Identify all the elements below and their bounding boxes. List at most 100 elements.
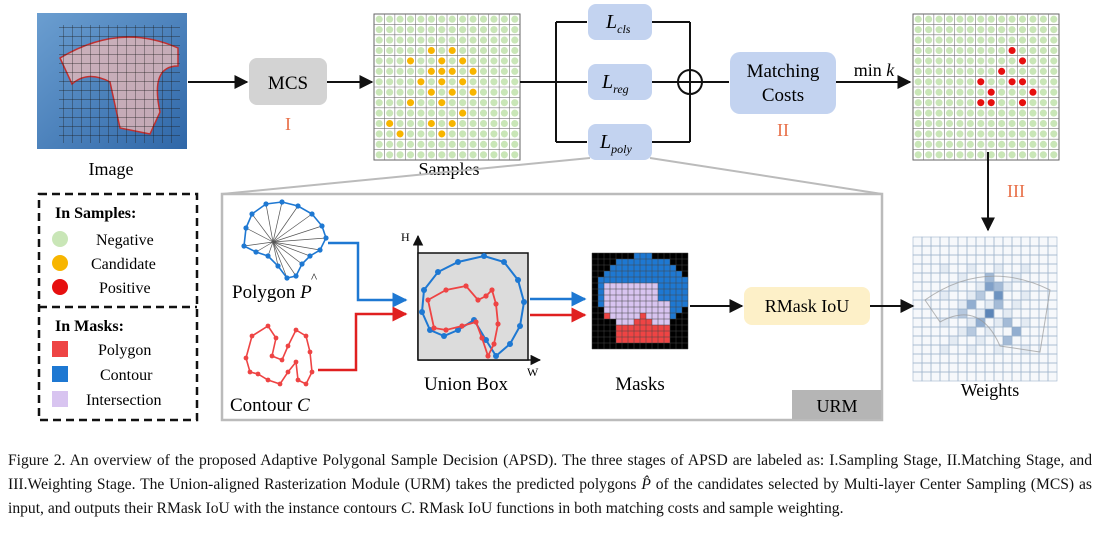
negative-sample-dot	[935, 130, 943, 138]
mask-intersection-cell	[628, 301, 634, 307]
mask-intersection-cell	[610, 283, 616, 289]
weight-cell	[948, 263, 959, 274]
negative-sample-dot	[914, 130, 922, 138]
negative-sample-dot	[396, 57, 404, 65]
contour-vertex	[255, 371, 261, 377]
weight-cell	[957, 362, 968, 373]
weight-cell	[912, 344, 923, 355]
weight-cell	[939, 236, 950, 247]
weight-cell	[966, 245, 977, 256]
mask-contour-cell	[664, 265, 670, 271]
weight-cell	[1029, 344, 1040, 355]
weight-cell	[939, 245, 950, 256]
weight-cell	[948, 245, 959, 256]
legend-masks-title: In Masks:	[55, 318, 124, 335]
weight-cell	[912, 272, 923, 283]
negative-sample-dot	[987, 67, 995, 75]
union-contour-vertex	[495, 321, 501, 327]
mask-intersection-cell	[616, 319, 622, 325]
mask-polygon-cell	[646, 337, 652, 343]
negative-sample-dot	[438, 88, 446, 96]
mask-contour-cell	[664, 271, 670, 277]
matching-label-line1: Matching	[747, 61, 820, 82]
union-polygon-vertex	[507, 341, 513, 347]
negative-sample-dot	[935, 78, 943, 86]
negative-sample-dot	[459, 151, 467, 159]
mask-intersection-cell	[664, 307, 670, 313]
mask-polygon-cell	[640, 325, 646, 331]
negative-sample-dot	[500, 57, 508, 65]
negative-sample-dot	[459, 119, 467, 128]
negative-sample-dot	[396, 46, 404, 55]
weight-cell	[948, 299, 959, 310]
negative-sample-dot	[417, 119, 425, 128]
candidate-sample-dot	[438, 130, 446, 138]
polygon-vertex	[275, 263, 281, 269]
legend-polygon: Polygon	[98, 342, 151, 359]
mask-contour-cell	[610, 277, 616, 283]
weight-cell	[930, 272, 941, 283]
negative-sample-dot	[998, 140, 1006, 148]
negative-sample-dot	[956, 130, 964, 138]
negative-sample-dot	[1029, 109, 1037, 117]
negative-sample-dot	[914, 67, 922, 75]
weight-cell	[1038, 245, 1049, 256]
negative-sample-dot	[977, 57, 985, 65]
positive-sample-dot	[1029, 88, 1037, 96]
negative-sample-dot	[1039, 67, 1047, 75]
negative-sample-dot	[417, 130, 425, 138]
negative-sample-dot	[966, 119, 974, 128]
fan-ray	[272, 241, 297, 277]
union-contour-vertex	[459, 323, 465, 329]
negative-sample-dot	[1029, 151, 1037, 159]
negative-sample-dot	[386, 15, 394, 23]
negative-sample-dot	[998, 15, 1006, 23]
weight-cell	[1038, 362, 1049, 373]
candidate-sample-dot	[438, 99, 446, 107]
weight-cell	[984, 362, 995, 373]
negative-sample-dot	[966, 46, 974, 55]
mask-intersection-cell	[652, 295, 658, 301]
weight-cell	[957, 254, 968, 265]
weight-cell	[1002, 308, 1013, 319]
negative-sample-dot	[945, 78, 954, 86]
axis-h-label: H	[401, 230, 410, 244]
negative-sample-dot	[386, 36, 394, 44]
fan-ray	[272, 241, 303, 265]
polygon-vertex	[317, 247, 323, 253]
contour-vertex	[309, 369, 315, 375]
negative-sample-dot	[479, 36, 488, 44]
mask-intersection-cell	[628, 289, 634, 295]
negative-sample-dot	[945, 67, 954, 75]
negative-sample-dot	[490, 130, 498, 138]
mask-polygon-cell	[646, 325, 652, 331]
weight-cell	[993, 362, 1004, 373]
weight-cell	[957, 263, 968, 274]
mask-contour-cell	[634, 259, 640, 265]
fan-ray	[272, 201, 283, 243]
weight-cell	[966, 353, 977, 364]
negative-sample-dot	[1029, 46, 1037, 55]
negative-sample-dot	[987, 151, 995, 159]
weight-cell	[1011, 263, 1022, 274]
axis-w-label: W	[527, 365, 539, 379]
candidate-sample-dot	[417, 78, 425, 86]
loss-poly-box: Lpoly	[588, 124, 652, 160]
polygon-hat: ^	[311, 270, 317, 285]
negative-sample-dot	[1008, 119, 1016, 128]
mask-contour-cell	[628, 277, 634, 283]
weight-cell	[1047, 263, 1058, 274]
polygon-vertex	[265, 253, 271, 259]
caption-part-1: Figure 2. An overview of the proposed Ad…	[8, 452, 1092, 493]
weight-cell	[957, 335, 968, 346]
polygon-vertex	[243, 225, 249, 231]
weight-cell	[939, 335, 950, 346]
negative-sample-dot	[417, 99, 425, 107]
mask-contour-cell	[634, 253, 640, 259]
mask-contour-cell	[634, 277, 640, 283]
contour-vertex	[295, 377, 301, 383]
mask-intersection-cell	[622, 307, 628, 313]
negative-sample-dot	[1050, 140, 1058, 148]
negative-sample-dot	[977, 130, 985, 138]
weight-cell	[939, 254, 950, 265]
